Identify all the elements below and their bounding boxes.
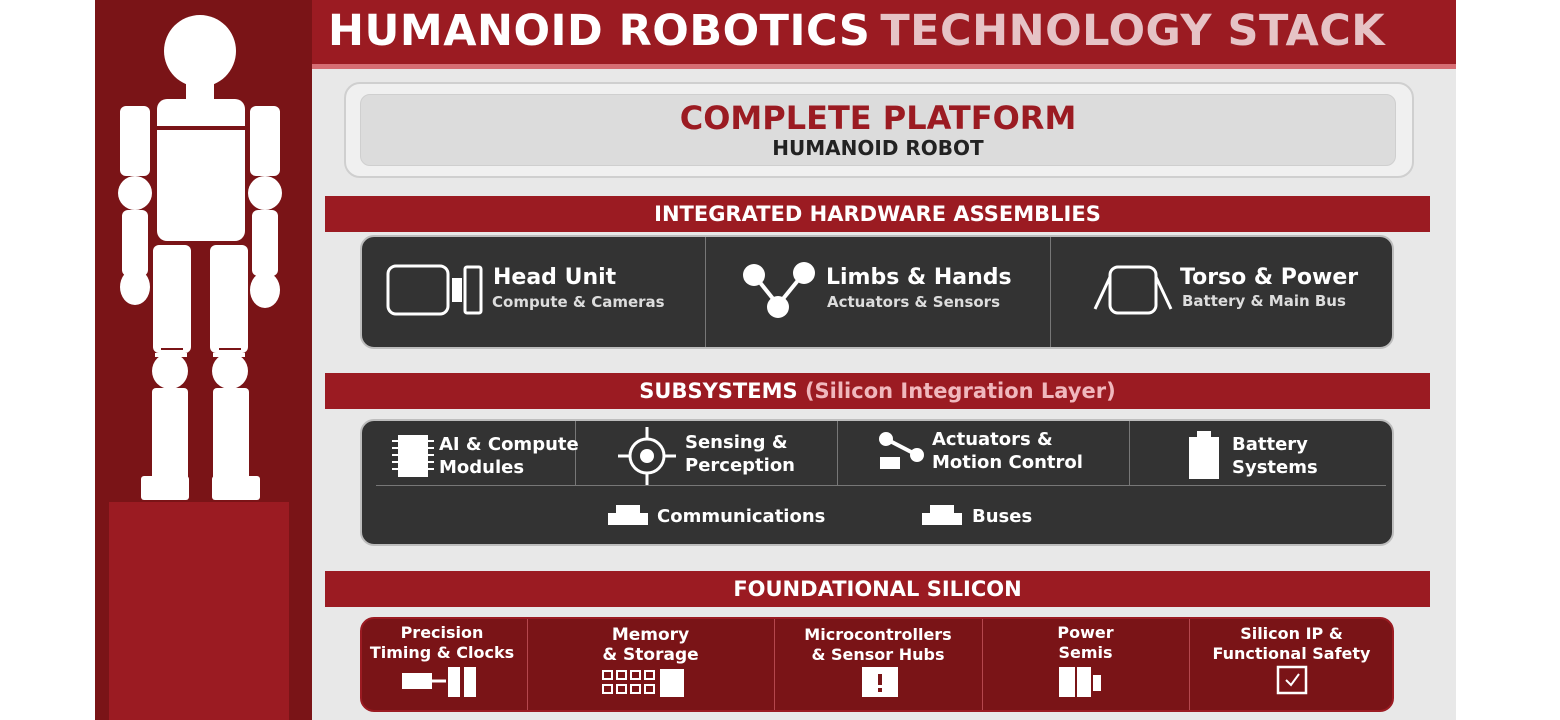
foundational-label-line: Microcontrollers: [804, 625, 952, 644]
subsystems-heading-highlight: (Silicon Integration Layer): [804, 379, 1116, 403]
subsystem-item-label: Sensing & Perception: [685, 431, 795, 477]
subsystem-label-line: Modules: [439, 457, 525, 478]
subsystem-label-line: Motion Control: [932, 452, 1083, 473]
torso-icon: [1093, 265, 1173, 315]
subsystem-item-label: Actuators & Motion Control: [932, 428, 1083, 474]
foundational-label-line: & Storage: [602, 645, 699, 665]
subsystem-label-line: Actuators &: [932, 429, 1053, 450]
subsystem-bottom-label: Communications: [657, 506, 826, 527]
robot-figure-icon: [118, 15, 282, 500]
foundational-item-label: Silicon IP & Functional Safety: [1189, 624, 1394, 664]
hardware-panel: Head Unit Compute & Cameras Limbs & Hand…: [360, 235, 1394, 349]
memory-grid-icon: [602, 669, 684, 697]
subsystem-bottom-label: Buses: [972, 506, 1033, 527]
subsystem-label-line: Battery: [1232, 434, 1308, 455]
pedestal: [109, 502, 289, 720]
foundational-item-label: Power Semis: [982, 623, 1189, 663]
foundational-heading-text: FOUNDATIONAL SILICON: [733, 577, 1022, 601]
foundational-label-line: Semis: [1058, 643, 1113, 662]
hardware-section-heading: INTEGRATED HARDWARE ASSEMBLIES: [325, 196, 1430, 232]
foundational-panel: Precision Timing & Clocks Memory & Stora…: [360, 617, 1394, 712]
subsystem-label-line: AI & Compute: [439, 434, 579, 455]
foundational-label-line: Silicon IP &: [1240, 624, 1343, 643]
subsystems-panel: AI & Compute Modules Sensing & Perceptio…: [360, 419, 1394, 546]
foundational-label-line: Memory: [611, 625, 690, 645]
subsystem-label-line: Sensing &: [685, 432, 788, 453]
divider: [837, 421, 838, 485]
divider: [376, 485, 1386, 486]
title-primary: HUMANOID ROBOTICS: [328, 6, 871, 56]
platform-card: COMPLETE PLATFORM HUMANOID ROBOT: [344, 82, 1414, 178]
foundational-label-line: Functional Safety: [1212, 644, 1371, 663]
foundational-item-label: Precision Timing & Clocks: [362, 623, 522, 663]
subsystem-item-label: Battery Systems: [1232, 433, 1318, 479]
battery-icon: [1189, 431, 1219, 479]
hardware-item-title: Limbs & Hands: [826, 265, 1012, 290]
subsystems-section-heading: SUBSYSTEMS (Silicon Integration Layer): [325, 373, 1430, 409]
platform-card-inner: COMPLETE PLATFORM HUMANOID ROBOT: [360, 94, 1396, 166]
divider: [774, 619, 775, 710]
subsystem-item-label: AI & Compute Modules: [439, 433, 579, 479]
foundational-section-heading: FOUNDATIONAL SILICON: [325, 571, 1430, 607]
hardware-item-subtitle: Compute & Cameras: [492, 293, 665, 311]
divider: [575, 421, 576, 485]
connector-icon: [922, 505, 962, 525]
foundational-item-label: Microcontrollers & Sensor Hubs: [774, 625, 982, 665]
hardware-item-title: Head Unit: [493, 265, 617, 290]
joint-linkage-icon: [743, 262, 815, 318]
divider: [982, 619, 983, 710]
divider: [1129, 421, 1130, 485]
foundational-label-line: & Sensor Hubs: [811, 645, 945, 664]
sidebar-illustration: [95, 0, 312, 720]
hardware-item-subtitle: Actuators & Sensors: [827, 293, 1001, 311]
title-secondary: TECHNOLOGY STACK: [880, 6, 1386, 56]
camera-head-icon: [386, 264, 483, 316]
hardware-item-subtitle: Battery & Main Bus: [1182, 292, 1346, 310]
divider: [1050, 237, 1051, 347]
subsystem-label-line: Perception: [685, 455, 795, 476]
chip-icon: [392, 435, 434, 477]
divider: [527, 619, 528, 710]
checkbox-icon: [1276, 665, 1308, 695]
connector-icon: [608, 505, 648, 525]
divider: [705, 237, 706, 347]
subsystems-heading-text: SUBSYSTEMS: [639, 379, 798, 403]
hardware-heading-text: INTEGRATED HARDWARE ASSEMBLIES: [654, 202, 1101, 226]
platform-subtitle: HUMANOID ROBOT: [772, 136, 984, 160]
divider: [1189, 619, 1190, 710]
mcu-alert-icon: [862, 667, 898, 697]
foundational-item-label: Memory & Storage: [527, 625, 774, 665]
foundational-label-line: Timing & Clocks: [369, 643, 515, 662]
hardware-item-title: Torso & Power: [1180, 265, 1359, 290]
power-semis-icon: [1059, 667, 1101, 697]
crosshair-icon: [618, 427, 676, 485]
foundational-label-line: Precision: [400, 623, 484, 642]
foundational-label-line: Power: [1057, 623, 1114, 642]
subsystem-label-line: Systems: [1232, 457, 1318, 478]
clock-chip-icon: [402, 667, 476, 697]
platform-title: COMPLETE PLATFORM: [679, 99, 1077, 137]
actuator-icon: [879, 432, 924, 469]
